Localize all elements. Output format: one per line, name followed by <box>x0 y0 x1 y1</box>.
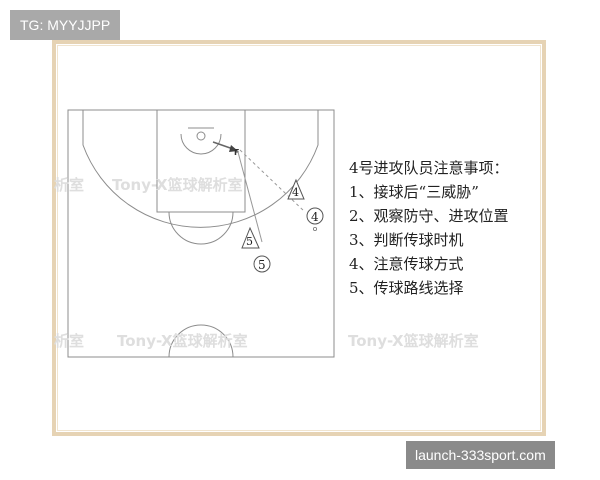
free-throw-circle <box>168 211 234 245</box>
defender-4-number: 4 <box>292 186 299 199</box>
three-point-line <box>82 110 319 228</box>
notes-item-2: 2、观察防守、进攻位置 <box>349 207 509 225</box>
defender-5-triangle <box>241 226 260 249</box>
source-url-badge: launch-333sport.com <box>406 441 555 469</box>
notes-item-5: 5、传球路线选择 <box>349 279 464 297</box>
center-circle <box>168 324 234 358</box>
watermark-top: Tony-X篮球解析室 <box>112 176 243 194</box>
restricted-arc <box>180 133 222 155</box>
defender-5-number: 5 <box>246 235 253 248</box>
notes-panel: 4号进攻队员注意事项： 1、接球后“三威胁” 2、观察防守、进攻位置 3、判断传… <box>349 156 509 300</box>
watermark-bottom-right: Tony-X篮球解析室 <box>348 332 479 350</box>
rim <box>196 131 206 141</box>
defender-4-triangle <box>287 178 305 200</box>
diagram-frame <box>52 40 546 436</box>
watermark-partial-left-bottom: 析室 <box>54 332 85 350</box>
channel-tag: TG: MYYJJPP <box>10 10 121 40</box>
notes-item-4: 4、注意传球方式 <box>349 255 464 273</box>
frame-inner-border <box>57 45 541 431</box>
player-5-circle <box>253 255 271 273</box>
defender-5-guard-line <box>237 151 263 243</box>
notes-item-3: 3、判断传球时机 <box>349 231 464 249</box>
half-court-boundary <box>67 109 335 358</box>
ball-marker: F <box>234 148 239 157</box>
player-4-dot <box>312 226 317 231</box>
notes-title: 4号进攻队员注意事项： <box>349 159 509 177</box>
player-5-number: 5 <box>258 258 266 272</box>
pass-dashed-line <box>239 149 306 213</box>
watermark-partial-left: 析室 <box>54 176 85 194</box>
cut-arrow-head <box>229 145 238 152</box>
player-4-number: 4 <box>311 210 319 224</box>
notes-item-1: 1、接球后“三威胁” <box>349 183 479 201</box>
watermark-bottom-center: Tony-X篮球解析室 <box>117 332 248 350</box>
key-lane <box>156 109 246 213</box>
player-4-circle <box>306 207 324 225</box>
